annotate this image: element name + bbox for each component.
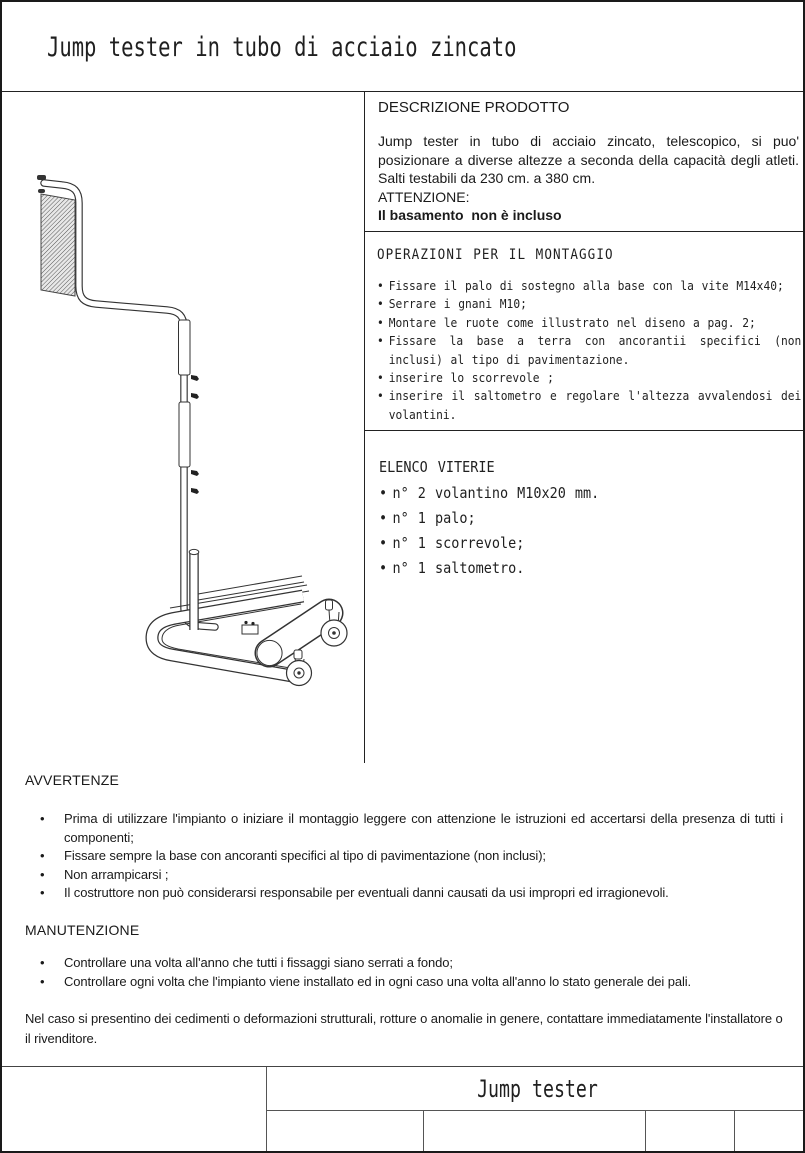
parts-item: n° 2 volantino M10x20 mm. (379, 481, 801, 506)
title-block-table: Jump tester (2, 1066, 803, 1151)
parts-item: n° 1 palo; (379, 506, 801, 531)
product-name: Jump tester (476, 1074, 598, 1103)
warning-item: Fissare sempre la base con ancoranti spe… (40, 847, 783, 866)
info-column: DESCRIZIONE PRODOTTO Jump tester in tubo… (365, 92, 803, 763)
roller (254, 598, 344, 668)
maintenance-list: Controllare una volta all'anno che tutti… (25, 954, 783, 991)
assembly-steps: Fissare il palo di sostegno alla base co… (377, 277, 801, 424)
warning-item: Il costruttore non può considerarsi resp… (40, 884, 783, 903)
title-band: Jump tester in tubo di acciaio zincato (2, 2, 803, 92)
base-frame (145, 589, 305, 684)
attention-label: ATTENZIONE: (378, 188, 470, 205)
maintenance-item: Controllare ogni volta che l'impianto vi… (40, 973, 783, 992)
measuring-board (40, 193, 76, 297)
parts-item: n° 1 scorrevole; (379, 531, 801, 556)
maintenance-note: Nel caso si presentino dei cedimenti o d… (25, 1011, 783, 1046)
caster-wheel-upper (320, 599, 348, 647)
title-block-row (267, 1111, 803, 1151)
title-block-cell (735, 1111, 803, 1151)
title-block-empty-cell (2, 1067, 267, 1151)
assembly-step: inserire lo scorrevole ; (377, 369, 801, 388)
locking-knobs (191, 375, 199, 494)
assembly-step: Fissare il palo di sostegno alla base co… (377, 277, 801, 296)
page-title: Jump tester in tubo di acciaio zincato (47, 32, 517, 63)
slider-tube (188, 548, 200, 630)
assembly-step: Fissare la base a terra con ancorantii s… (377, 332, 801, 369)
maintenance-heading: MANUTENZIONE (25, 921, 140, 938)
telescopic-sleeves (178, 319, 191, 468)
parts-heading: ELENCO VITERIE (379, 458, 495, 476)
board-hanger-pins (37, 175, 46, 193)
warnings-area: AVVERTENZE Prima di utilizzare l'impiant… (2, 763, 803, 1066)
assembly-heading: OPERAZIONI PER IL MONTAGGIO (377, 247, 614, 263)
jump-tester-drawing (37, 175, 348, 687)
section-assembly: OPERAZIONI PER IL MONTAGGIO Fissare il p… (365, 231, 803, 430)
warning-item: Non arrampicarsi ; (40, 866, 783, 885)
description-body: Jump tester in tubo di acciaio zincato, … (378, 133, 799, 186)
description-heading: DESCRIZIONE PRODOTTO (378, 99, 570, 116)
warning-item: Prima di utilizzare l'impianto o iniziar… (40, 810, 783, 847)
assembly-step: Montare le ruote come illustrato nel dis… (377, 314, 801, 333)
parts-items: n° 2 volantino M10x20 mm. n° 1 palo; n° … (379, 481, 801, 581)
title-block-cell (646, 1111, 735, 1151)
attention-note: Il basamento non è incluso (378, 207, 562, 223)
section-description: DESCRIZIONE PRODOTTO Jump tester in tubo… (365, 92, 803, 231)
assembly-step: Serrare i gnani M10; (377, 295, 801, 314)
section-parts-list: ELENCO VITERIE n° 2 volantino M10x20 mm.… (365, 430, 803, 763)
maintenance-item: Controllare una volta all'anno che tutti… (40, 954, 783, 973)
warnings-list: Prima di utilizzare l'impianto o iniziar… (25, 810, 783, 903)
title-block-cell (267, 1111, 424, 1151)
caster-wheel-lower (285, 649, 313, 687)
main-area: DESCRIZIONE PRODOTTO Jump tester in tubo… (2, 92, 803, 763)
technical-drawing-box (2, 92, 365, 763)
rail-bracket (241, 620, 259, 635)
assembly-step: inserire il saltometro e regolare l'alte… (377, 387, 801, 424)
warnings-heading: AVVERTENZE (25, 772, 120, 788)
title-block-cell (424, 1111, 646, 1151)
title-block-name-cell: Jump tester (267, 1067, 803, 1111)
parts-item: n° 1 saltometro. (379, 556, 801, 581)
